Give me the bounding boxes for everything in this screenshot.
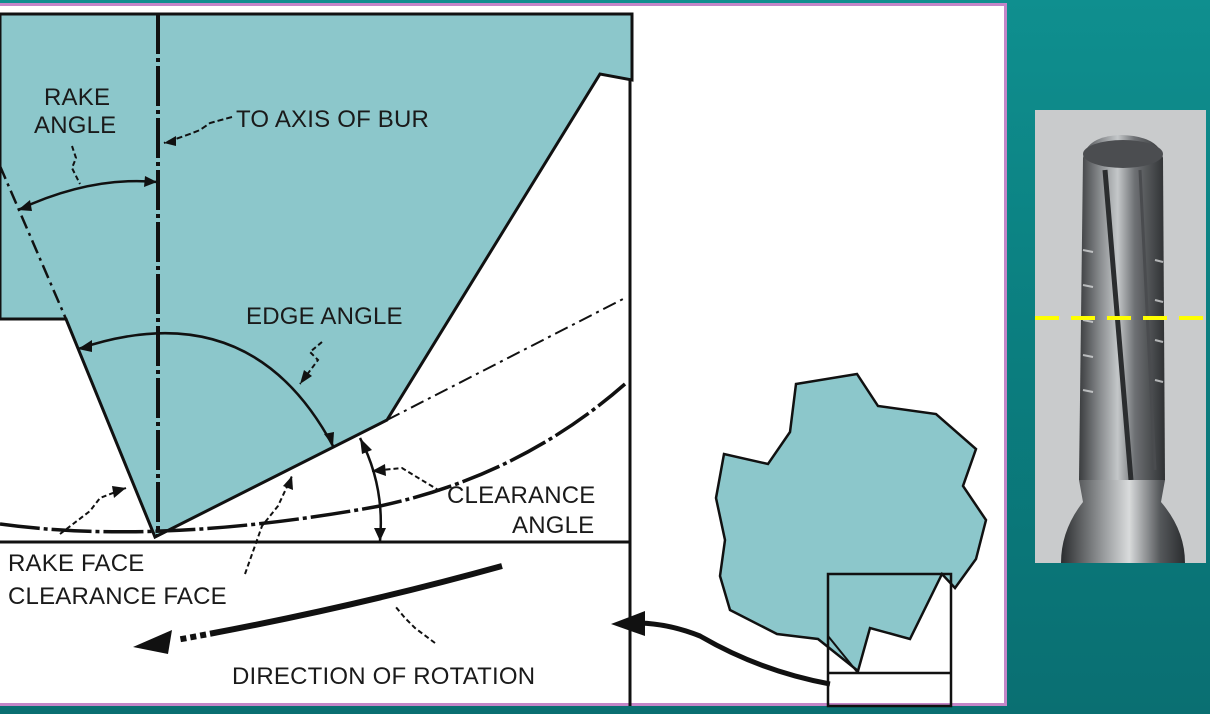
bur-photo bbox=[1035, 110, 1206, 563]
rotation-arrowhead bbox=[133, 630, 172, 654]
rake-angle-label-line1: RAKE bbox=[44, 84, 110, 111]
rake-extension-line bbox=[0, 165, 68, 320]
bur-blade-diagram: RAKE ANGLE TO AXIS OF BUR EDGE ANGLE CLE… bbox=[0, 12, 988, 708]
clearance-face-label: CLEARANCE FACE bbox=[8, 583, 227, 610]
direction-of-rotation-label: DIRECTION OF ROTATION bbox=[232, 663, 535, 690]
clearance-extension-line bbox=[386, 297, 626, 421]
rake-face-label: RAKE FACE bbox=[8, 550, 145, 577]
bur-cross-section bbox=[714, 372, 988, 674]
bur-shank bbox=[1061, 480, 1185, 563]
rake-angle-label-line2: ANGLE bbox=[34, 112, 116, 139]
leader-rake-angle bbox=[70, 145, 81, 185]
bur-photo-graphic bbox=[1035, 135, 1206, 563]
leader-clearance-face bbox=[244, 475, 293, 575]
connector-arrow bbox=[639, 620, 831, 687]
leader-edge-angle bbox=[299, 341, 323, 385]
leader-to-axis bbox=[163, 116, 233, 144]
inset-box bbox=[826, 572, 953, 708]
rotation-arc bbox=[0, 382, 627, 534]
rotation-arrow bbox=[164, 563, 503, 645]
edge-angle-arc bbox=[77, 331, 335, 447]
leader-rake-face bbox=[59, 487, 127, 535]
clearance-angle-label-line1: CLEARANCE bbox=[447, 482, 596, 509]
to-axis-label: TO AXIS OF BUR bbox=[236, 106, 429, 133]
rake-angle-arc bbox=[17, 179, 158, 212]
edge-angle-label: EDGE ANGLE bbox=[246, 303, 403, 330]
leader-rotation bbox=[394, 605, 436, 644]
clearance-angle-label-line2: ANGLE bbox=[512, 512, 594, 539]
leader-clearance-angle bbox=[371, 466, 441, 492]
diagram-frame: RAKE ANGLE TO AXIS OF BUR EDGE ANGLE CLE… bbox=[0, 3, 1007, 708]
